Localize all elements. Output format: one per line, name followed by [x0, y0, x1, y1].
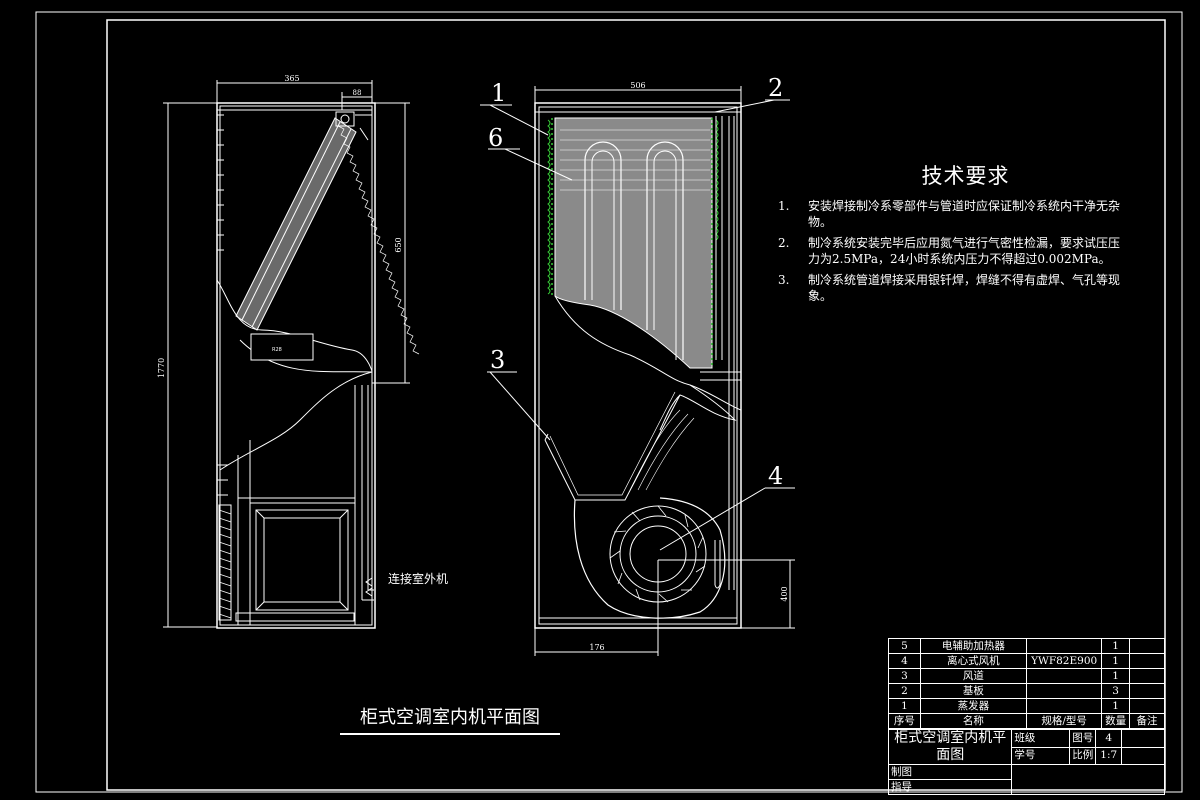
callout-6: 6 — [488, 124, 503, 152]
left-side-view: R28 — [163, 80, 420, 629]
drawing-no: 4 — [1095, 729, 1123, 748]
part-name: 电辅助加热器 — [919, 638, 1027, 654]
callout-4: 4 — [768, 462, 783, 490]
part-note — [1128, 653, 1166, 669]
dim-left-height-upper: 650 — [394, 237, 403, 252]
note-text: 制冷系统管道焊接采用银钎焊，焊缝不得有虚焊、气孔等现象。 — [808, 273, 1121, 303]
note-text: 安装焊接制冷系零部件与管道时应保证制冷系统内干净无杂物。 — [808, 199, 1121, 229]
right-front-view — [480, 86, 795, 656]
part-note — [1128, 668, 1166, 684]
table-row: 3 风道 1 — [888, 668, 1166, 684]
technical-requirements: 技术要求 1. 安装焊接制冷系零部件与管道时应保证制冷系统内干净无杂物。 2. … — [778, 160, 1123, 309]
part-no: 5 — [888, 638, 921, 654]
scale-label: 比例 — [1069, 746, 1097, 765]
part-note — [1128, 683, 1166, 699]
drawing-no-label: 图号 — [1069, 729, 1097, 748]
outer-frame — [35, 11, 1183, 793]
dim-right-height-fan: 400 — [780, 586, 789, 601]
part-qty: 1 — [1101, 698, 1130, 714]
part-note — [1128, 698, 1166, 714]
part-spec — [1025, 638, 1103, 654]
header-name: 名称 — [919, 713, 1027, 729]
part-no: 4 — [888, 653, 921, 669]
note-item: 1. 安装焊接制冷系零部件与管道时应保证制冷系统内干净无杂物。 — [778, 198, 1123, 230]
dim-left-width: 365 — [284, 74, 299, 83]
blank-cell — [1121, 746, 1165, 765]
label-box-text: R28 — [272, 347, 282, 353]
callout-3: 3 — [490, 346, 505, 374]
callout-1: 1 — [491, 79, 506, 107]
blank-cell — [1011, 764, 1165, 795]
table-row: 5 电辅助加热器 1 — [888, 638, 1166, 654]
table-header-row: 序号 名称 规格/型号 数量 备注 — [888, 713, 1166, 729]
part-qty: 3 — [1101, 683, 1130, 699]
blank-cell — [1121, 729, 1165, 748]
note-item: 2. 制冷系统安装完毕后应用氮气进行气密性检漏，要求试压压力为2.5MPa，24… — [778, 235, 1123, 267]
id-label: 学号 — [1011, 746, 1071, 765]
inner-frame — [106, 19, 1166, 791]
part-spec — [1025, 668, 1103, 684]
part-spec — [1025, 698, 1103, 714]
part-name: 离心式风机 — [919, 653, 1027, 669]
table-row: 1 蒸发器 1 — [888, 698, 1166, 714]
part-name: 风道 — [919, 668, 1027, 684]
part-name: 基板 — [919, 683, 1027, 699]
part-no: 2 — [888, 683, 921, 699]
note-number: 1. — [778, 199, 790, 213]
header-note: 备注 — [1128, 713, 1166, 729]
callout-2: 2 — [768, 74, 783, 102]
draw-label: 制图 — [887, 764, 1013, 780]
pipe-label: 连接室外机 — [388, 571, 448, 586]
dim-right-bottom-width: 176 — [589, 643, 604, 652]
header-no: 序号 — [888, 713, 921, 729]
class-label: 班级 — [1011, 729, 1071, 748]
part-qty: 1 — [1101, 638, 1130, 654]
table-row: 2 基板 3 — [888, 683, 1166, 699]
table-row: 4 离心式风机 YWF82E900 1 — [888, 653, 1166, 669]
part-name: 蒸发器 — [919, 698, 1027, 714]
note-number: 2. — [778, 236, 790, 250]
title-block: 5 电辅助加热器 1 4 离心式风机 YWF82E900 1 3 风道 1 2 … — [887, 638, 1166, 795]
note-text: 制冷系统安装完毕后应用氮气进行气密性检漏，要求试压压力为2.5MPa，24小时系… — [808, 236, 1121, 266]
notes-title: 技术要求 — [921, 164, 1010, 188]
check-label: 指导 — [887, 779, 1013, 795]
part-note — [1128, 638, 1166, 654]
dim-left-inner: 88 — [353, 89, 362, 97]
part-qty: 1 — [1101, 668, 1130, 684]
header-qty: 数量 — [1101, 713, 1130, 729]
note-number: 3. — [778, 273, 790, 287]
header-spec: 规格/型号 — [1025, 713, 1103, 729]
scale-value: 1:7 — [1095, 746, 1123, 765]
dim-left-height-total: 1770 — [157, 358, 166, 378]
note-item: 3. 制冷系统管道焊接采用银钎焊，焊缝不得有虚焊、气孔等现象。 — [778, 272, 1123, 304]
part-title: 柜式空调室内机平面图 — [887, 729, 1013, 765]
part-spec — [1025, 683, 1103, 699]
part-spec: YWF82E900 — [1025, 653, 1103, 669]
dim-right-width: 506 — [630, 81, 645, 90]
drawing-title: 柜式空调室内机平面图 — [340, 703, 560, 735]
part-no: 1 — [888, 698, 921, 714]
part-qty: 1 — [1101, 653, 1130, 669]
part-no: 3 — [888, 668, 921, 684]
